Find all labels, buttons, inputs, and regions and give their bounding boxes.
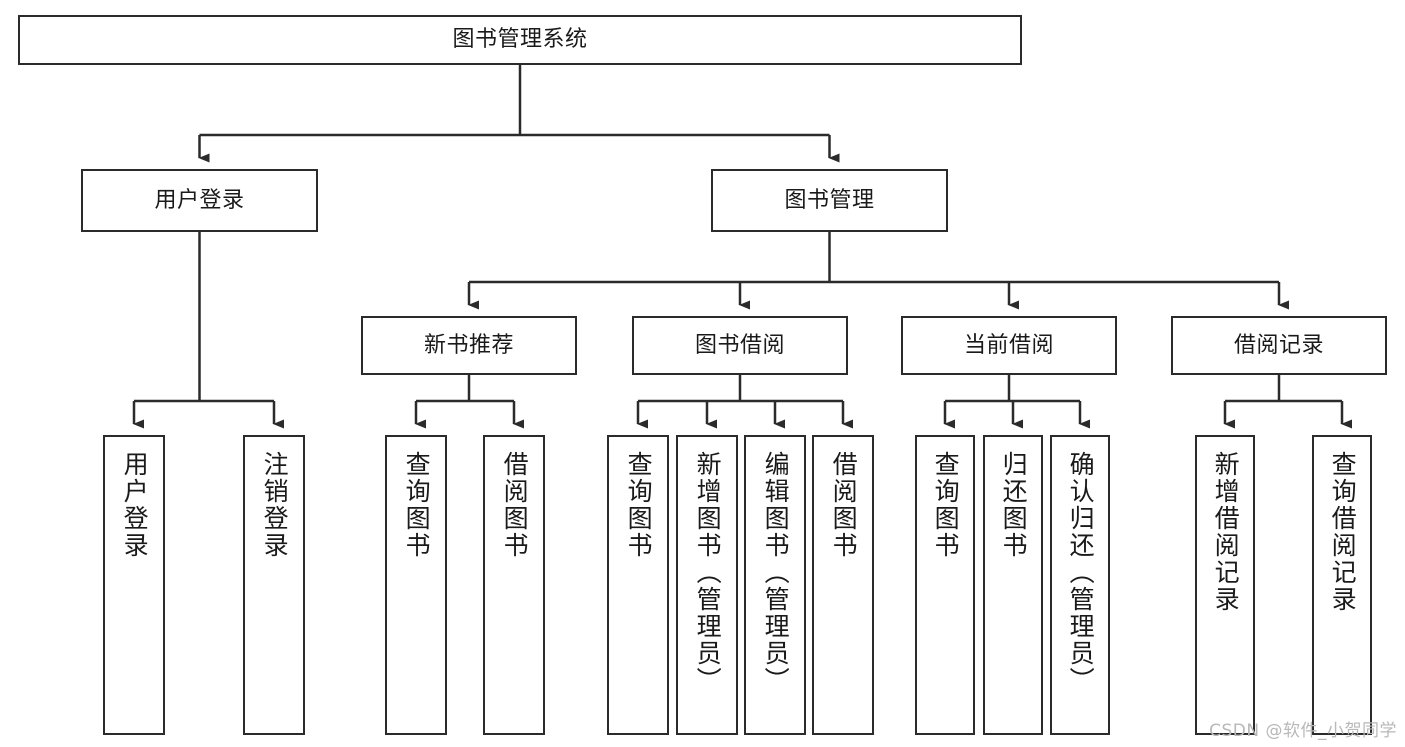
- node-label-leaf-query-book-1: 查询图书: [402, 451, 432, 559]
- node-label-root: 图书管理系统: [452, 27, 588, 53]
- node-leaf-add-record[interactable]: 新增借阅记录: [1195, 435, 1255, 735]
- node-label-leaf-borrow-book-2: 借阅图书: [829, 451, 859, 559]
- node-leaf-borrow-book-2[interactable]: 借阅图书: [812, 435, 874, 735]
- node-user-login[interactable]: 用户登录: [81, 169, 318, 232]
- node-label-leaf-query-book-2: 查询图书: [624, 451, 654, 559]
- node-label-leaf-query-book-3: 查询图书: [931, 451, 961, 559]
- node-book-manage[interactable]: 图书管理: [711, 169, 948, 232]
- node-leaf-logout[interactable]: 注销登录: [243, 435, 305, 735]
- node-label-leaf-logout: 注销登录: [260, 451, 290, 559]
- node-label-leaf-return-book: 归还图书: [999, 451, 1029, 559]
- node-label-leaf-edit-book: 编辑图书（管理员）: [761, 451, 791, 694]
- node-label-leaf-add-record: 新增借阅记录: [1211, 451, 1241, 613]
- node-label-borrow-record: 借阅记录: [1233, 332, 1324, 358]
- node-borrow-record[interactable]: 借阅记录: [1171, 316, 1387, 375]
- node-label-leaf-confirm-return: 确认归还（管理员）: [1066, 451, 1096, 694]
- node-label-user-login: 用户登录: [154, 187, 245, 213]
- node-label-book-borrow: 图书借阅: [694, 332, 785, 358]
- node-root[interactable]: 图书管理系统: [18, 15, 1022, 65]
- node-leaf-return-book[interactable]: 归还图书: [983, 435, 1043, 735]
- node-current-borrow[interactable]: 当前借阅: [901, 316, 1117, 375]
- node-leaf-edit-book[interactable]: 编辑图书（管理员）: [744, 435, 806, 735]
- node-leaf-query-book-1[interactable]: 查询图书: [385, 435, 447, 735]
- node-label-new-book-rec: 新书推荐: [423, 332, 514, 358]
- node-label-leaf-user-login: 用户登录: [120, 451, 150, 559]
- node-new-book-rec[interactable]: 新书推荐: [361, 316, 577, 375]
- node-label-book-manage: 图书管理: [784, 187, 875, 213]
- node-leaf-borrow-book-1[interactable]: 借阅图书: [483, 435, 545, 735]
- node-leaf-query-record[interactable]: 查询借阅记录: [1312, 435, 1372, 735]
- node-leaf-query-book-3[interactable]: 查询图书: [915, 435, 975, 735]
- node-label-leaf-query-record: 查询借阅记录: [1328, 451, 1358, 613]
- node-label-current-borrow: 当前借阅: [963, 332, 1054, 358]
- node-leaf-user-login[interactable]: 用户登录: [103, 435, 165, 735]
- node-leaf-query-book-2[interactable]: 查询图书: [607, 435, 669, 735]
- node-label-leaf-add-book: 新增图书（管理员）: [693, 451, 723, 694]
- node-leaf-confirm-return[interactable]: 确认归还（管理员）: [1050, 435, 1110, 735]
- node-label-leaf-borrow-book-1: 借阅图书: [500, 451, 530, 559]
- node-leaf-add-book[interactable]: 新增图书（管理员）: [676, 435, 738, 735]
- node-book-borrow[interactable]: 图书借阅: [632, 316, 848, 375]
